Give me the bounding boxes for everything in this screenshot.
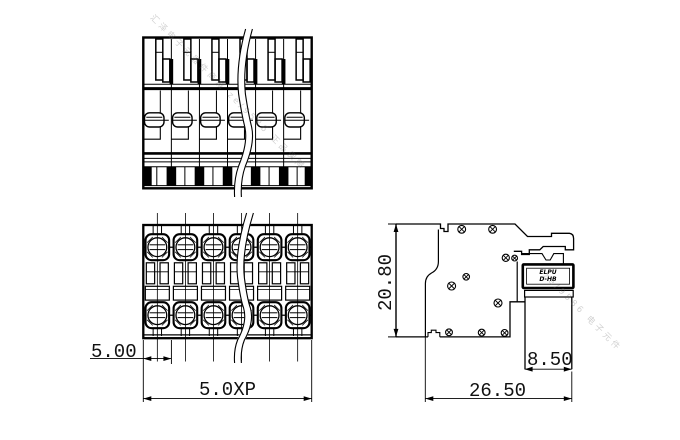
dim-pitch-total: 5.0XP: [199, 379, 257, 401]
top-view: [142, 211, 313, 364]
side-view: [396, 223, 575, 370]
dim-height: 20.80: [375, 253, 397, 311]
dim-front-depth: 8.50: [527, 349, 573, 371]
side-label-line1: ELPU: [539, 268, 557, 276]
dim-pitch: 5.00: [91, 341, 137, 363]
side-label-text: ELPU D-HB: [524, 269, 572, 283]
dim-total-depth: 26.50: [469, 380, 527, 402]
front-view: [142, 27, 313, 198]
dimension-lines: [90, 223, 573, 402]
side-label-line2: D-HB: [539, 275, 557, 283]
